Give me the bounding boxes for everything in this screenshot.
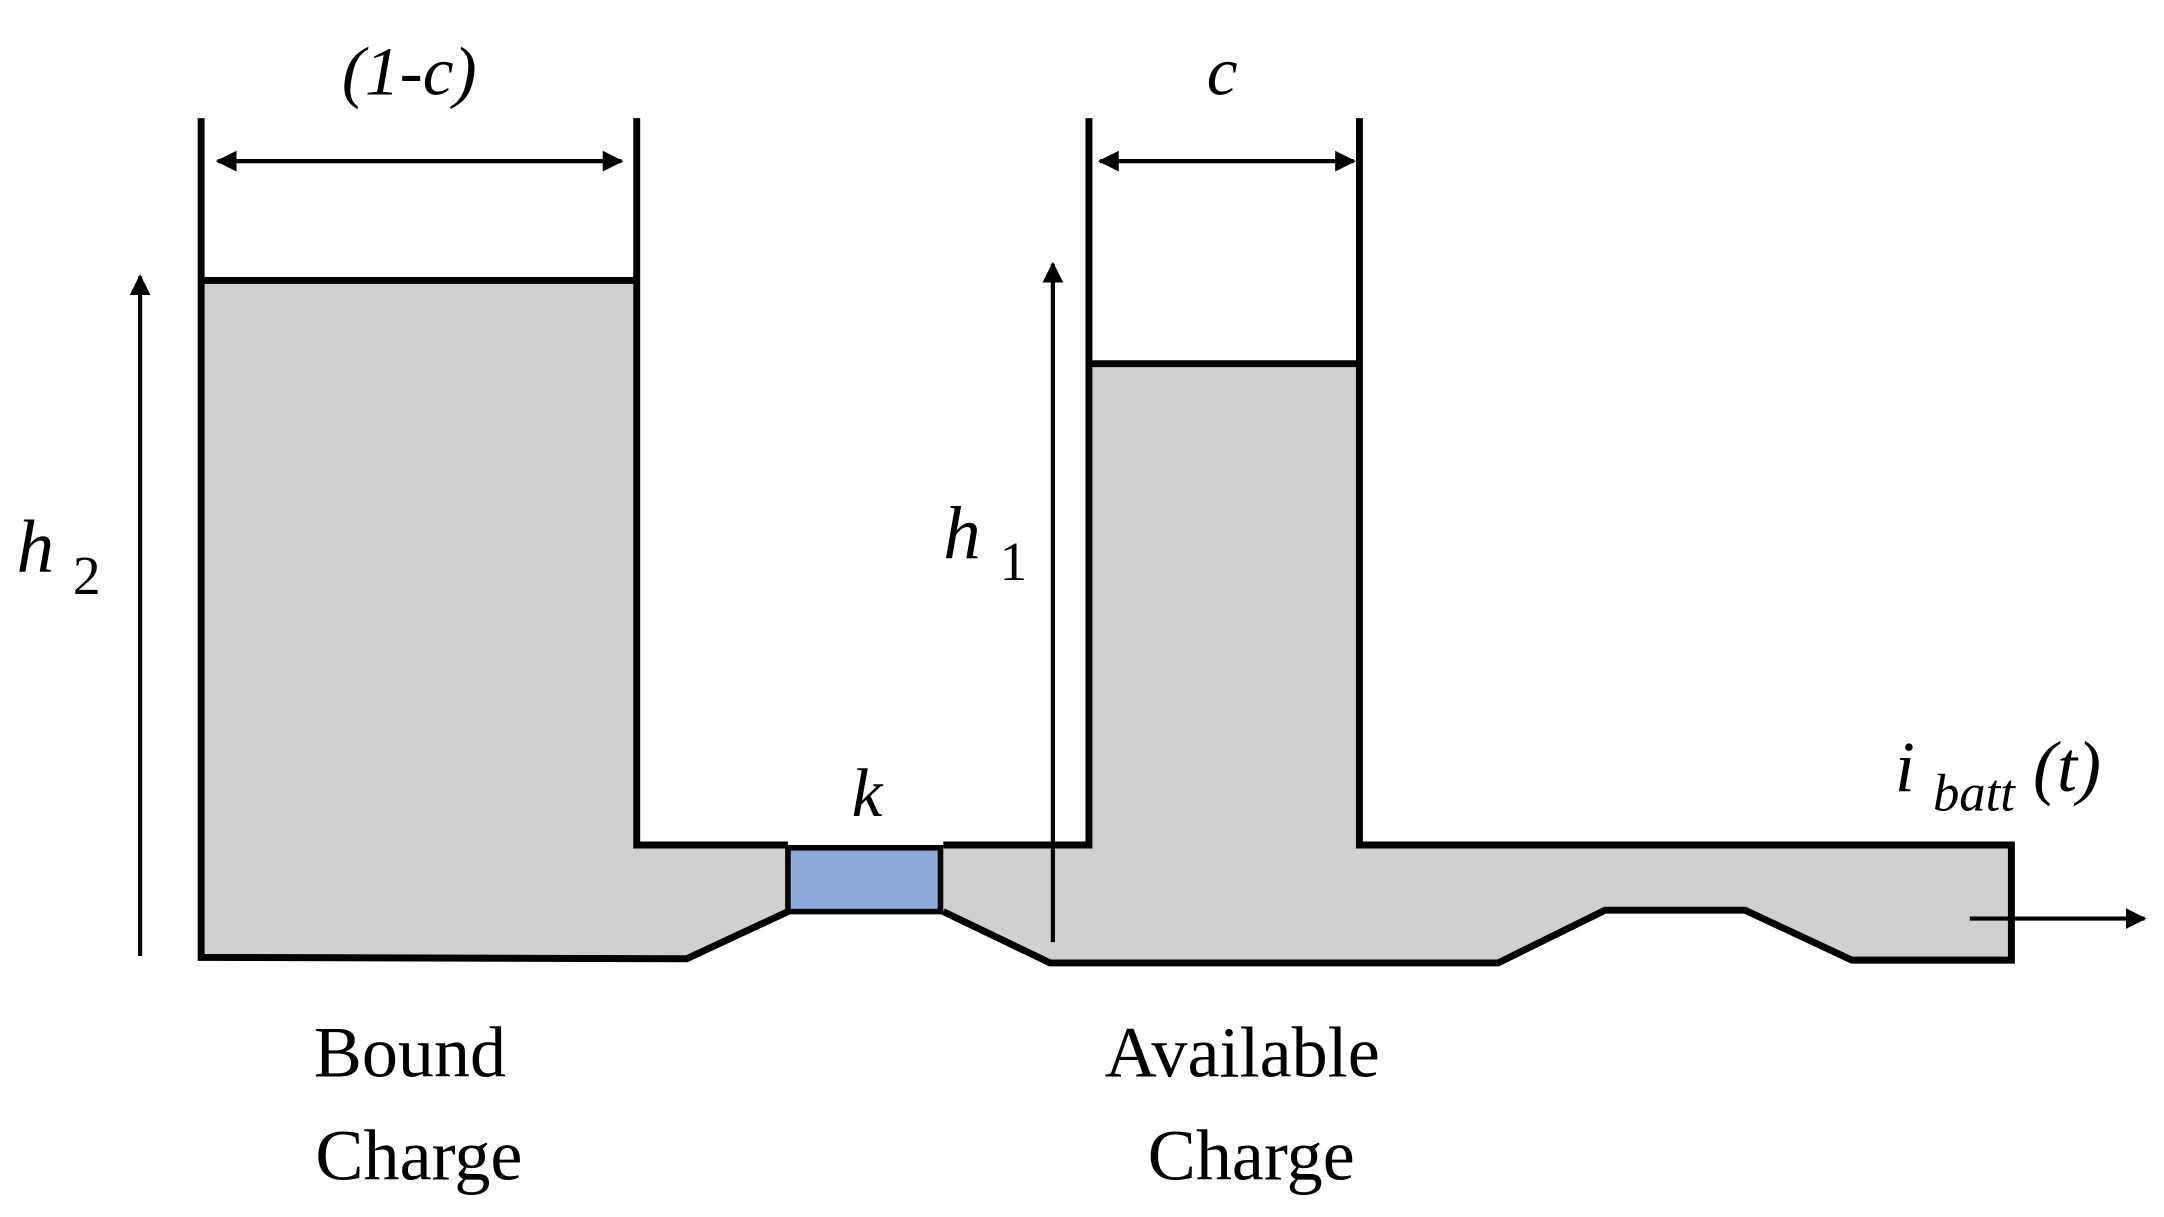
current-label: i batt (t) bbox=[1895, 727, 2101, 826]
available-charge-line1: Available bbox=[1105, 1013, 1380, 1093]
available-charge-label: Available Charge bbox=[1105, 1013, 1398, 1196]
current-label-main: i bbox=[1895, 727, 1915, 807]
bound-width-label: (1-c) bbox=[342, 34, 477, 111]
h2-label-sub: 2 bbox=[73, 546, 101, 607]
available-width-label: c bbox=[1207, 34, 1238, 111]
valve-label: k bbox=[852, 755, 884, 832]
h1-label-main: h bbox=[943, 492, 980, 575]
h2-label-main: h bbox=[17, 506, 54, 589]
bound-tank-wall bbox=[197, 118, 790, 963]
h1-label-sub: 1 bbox=[999, 532, 1027, 593]
bound-tank-wall-right bbox=[633, 118, 788, 849]
bound-charge-line1: Bound bbox=[314, 1013, 506, 1093]
bound-charge-line2: Charge bbox=[315, 1115, 522, 1195]
current-label-sub: batt bbox=[1933, 764, 2016, 822]
bound-charge-label: Bound Charge bbox=[314, 1013, 524, 1196]
current-label-arg: (t) bbox=[2033, 727, 2101, 807]
connector-top-wall bbox=[943, 118, 1093, 849]
available-charge-line2: Charge bbox=[1148, 1115, 1355, 1195]
h1-label: h 1 bbox=[943, 492, 1027, 593]
h2-label: h 2 bbox=[17, 506, 101, 607]
valve-k bbox=[785, 845, 944, 915]
fluid-region bbox=[201, 280, 2012, 963]
available-tank-wall-right bbox=[941, 118, 2015, 967]
